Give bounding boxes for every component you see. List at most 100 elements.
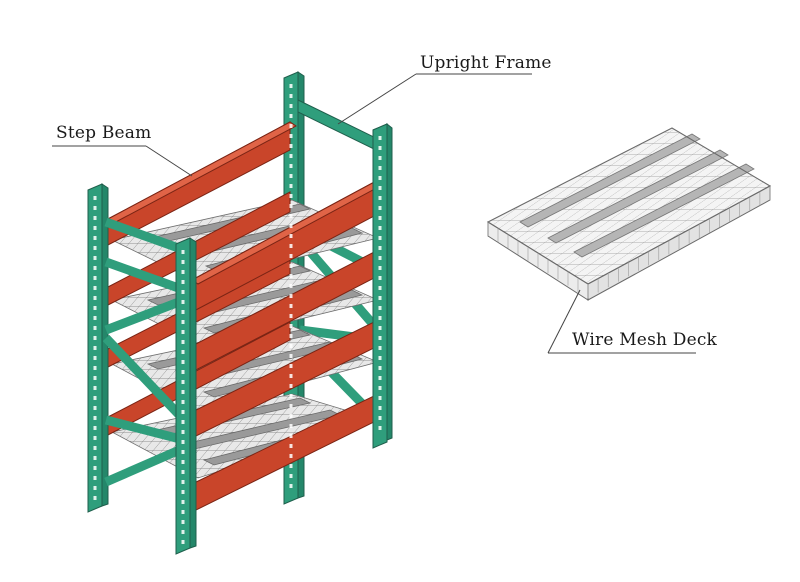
upright-hole	[289, 164, 293, 168]
upright-hole	[378, 206, 382, 210]
upright-hole	[289, 84, 293, 88]
upright-frame-label: Upright Frame	[420, 53, 552, 73]
upright-hole	[181, 370, 185, 374]
upright-hole	[378, 346, 382, 350]
upright-hole	[289, 404, 293, 408]
upright-hole	[378, 166, 382, 170]
upright-hole	[289, 134, 293, 138]
upright-hole	[378, 416, 382, 420]
upright-hole	[378, 326, 382, 330]
upright-hole	[289, 304, 293, 308]
upright-hole	[378, 376, 382, 380]
upright-hole	[93, 356, 97, 360]
upright-hole	[93, 306, 97, 310]
label-wire-mesh-deck: Wire Mesh Deck	[547, 289, 718, 354]
upright-hole	[181, 480, 185, 484]
upright-hole	[378, 396, 382, 400]
upright-hole	[93, 286, 97, 290]
upright-hole	[289, 314, 293, 318]
upright-hole	[93, 226, 97, 230]
upright-hole	[378, 306, 382, 310]
upright-hole	[289, 144, 293, 148]
upright-hole	[378, 246, 382, 250]
upright-hole	[378, 406, 382, 410]
upright-hole	[181, 330, 185, 334]
upright-hole	[289, 154, 293, 158]
upright-hole	[93, 216, 97, 220]
upright-hole	[289, 244, 293, 248]
upright-hole	[93, 496, 97, 500]
front-upright-left	[87, 183, 109, 513]
step-beam-label: Step Beam	[56, 123, 151, 143]
upright-hole	[93, 416, 97, 420]
upright-hole	[93, 446, 97, 450]
upright-hole	[289, 254, 293, 258]
front-step-beams	[191, 179, 385, 513]
upright-hole	[289, 224, 293, 228]
upright-hole	[93, 326, 97, 330]
upright-hole	[289, 484, 293, 488]
upright-hole	[93, 436, 97, 440]
upright-hole	[181, 510, 185, 514]
upright-perforations	[93, 84, 382, 544]
upright-hole	[378, 176, 382, 180]
upright-hole	[93, 406, 97, 410]
upright-hole	[93, 316, 97, 320]
upright-hole	[181, 320, 185, 324]
upright-hole	[93, 456, 97, 460]
upright-hole	[93, 346, 97, 350]
upright-hole	[378, 296, 382, 300]
label-step-beam: Step Beam	[52, 123, 193, 177]
upright-hole	[378, 366, 382, 370]
upright-hole	[289, 414, 293, 418]
upright-hole	[181, 460, 185, 464]
upright-hole	[289, 474, 293, 478]
upright-hole	[378, 426, 382, 430]
upright-hole	[378, 356, 382, 360]
upright-hole	[378, 156, 382, 160]
upright-hole	[181, 420, 185, 424]
upright-hole	[93, 246, 97, 250]
upright-hole	[93, 256, 97, 260]
upright-hole	[181, 280, 185, 284]
upright-hole	[181, 520, 185, 524]
upright-hole	[93, 266, 97, 270]
upright-hole	[181, 380, 185, 384]
upright-hole	[289, 434, 293, 438]
upright-frame-top-connector	[297, 99, 381, 153]
upright-hole	[289, 294, 293, 298]
wire-mesh-deck-label: Wire Mesh Deck	[572, 330, 718, 350]
upright-hole	[289, 454, 293, 458]
upright-hole	[289, 264, 293, 268]
upright-hole	[181, 390, 185, 394]
upright-hole	[289, 124, 293, 128]
upright-hole	[181, 250, 185, 254]
upright-hole	[378, 286, 382, 290]
upright-hole	[181, 500, 185, 504]
upright-hole	[93, 486, 97, 490]
upright-hole	[289, 104, 293, 108]
upright-hole	[289, 364, 293, 368]
upright-hole	[378, 316, 382, 320]
upright-hole	[181, 450, 185, 454]
upright-hole	[289, 174, 293, 178]
upright-hole	[93, 386, 97, 390]
upright-hole	[289, 374, 293, 378]
upright-hole	[93, 206, 97, 210]
upright-hole	[181, 440, 185, 444]
upright-hole	[289, 334, 293, 338]
upright-hole	[93, 426, 97, 430]
upright-hole	[289, 184, 293, 188]
upright-hole	[289, 284, 293, 288]
upright-hole	[378, 336, 382, 340]
upright-hole	[289, 324, 293, 328]
upright-hole	[93, 376, 97, 380]
upright-hole	[378, 276, 382, 280]
upright-hole	[181, 310, 185, 314]
upright-hole	[181, 260, 185, 264]
upright-hole	[289, 204, 293, 208]
pallet-rack	[87, 71, 393, 555]
upright-hole	[289, 194, 293, 198]
upright-hole	[181, 410, 185, 414]
